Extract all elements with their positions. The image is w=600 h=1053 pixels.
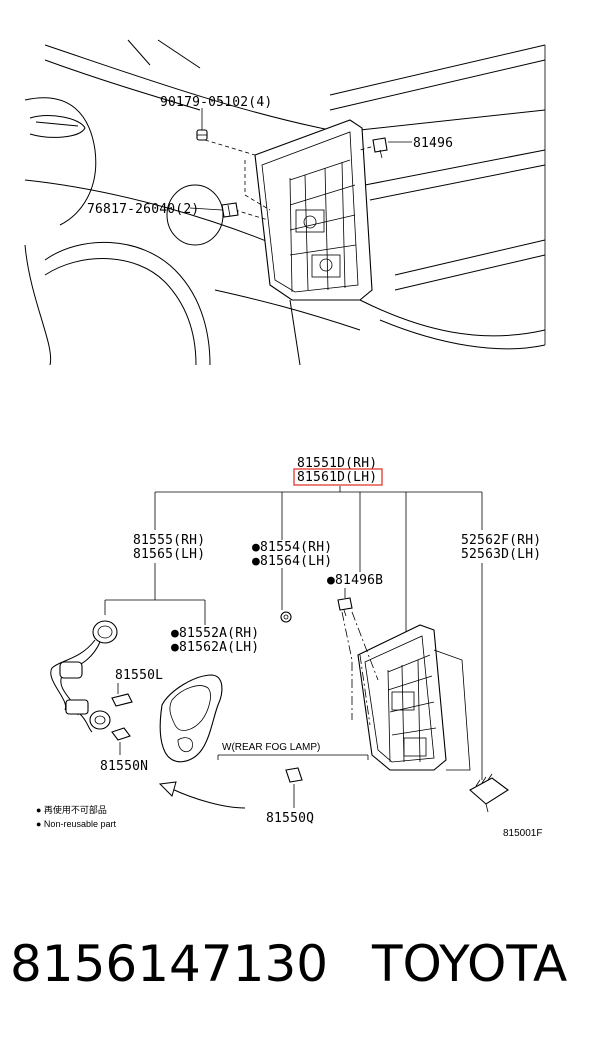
screw-icon <box>221 202 239 218</box>
callout-81564-lh: ●81564(LH) <box>252 554 332 569</box>
callout-81565-lh: 81565(LH) <box>133 547 205 562</box>
part-number: 8156147130 <box>10 935 329 993</box>
callout-52563d-lh: 52563D(LH) <box>461 547 541 562</box>
callout-81562a-lh: ●81562A(LH) <box>171 640 259 655</box>
nut-icon <box>196 129 208 141</box>
callout-90179: 90179-05102(4) <box>160 95 272 110</box>
callout-81496b: ●81496B <box>327 573 383 588</box>
bulb-n-icon <box>111 727 131 741</box>
gasket-ring-icon <box>280 611 292 623</box>
assembly-line <box>341 611 353 720</box>
vehicle-rear-view <box>24 39 546 366</box>
arrow-icon <box>169 787 246 809</box>
legend-jp: ● 再使用不可部品 <box>36 804 107 815</box>
callout-81554-rh: ●81554(RH) <box>252 540 332 555</box>
clip-icon <box>372 137 388 159</box>
socket-harness-icon <box>50 620 118 733</box>
callout-81561d-lh: 81561D(LH) <box>297 470 377 485</box>
callout-81496: 81496 <box>413 136 453 151</box>
callout-tree <box>104 486 483 780</box>
callout-81550q: 81550Q <box>266 811 314 826</box>
parts-diagram: 90179-05102(4) 81496 76817-26040(2) 8155… <box>24 39 546 839</box>
callout-81552a-rh: ●81552A(RH) <box>171 626 259 641</box>
bulb-l-icon <box>111 693 133 707</box>
arrow-head-icon <box>158 781 177 797</box>
figure-code: 815001F <box>503 828 542 839</box>
assembly-line <box>359 654 371 726</box>
fog-lamp-bracket <box>217 754 369 760</box>
footer: 8156147130 TOYOTA <box>0 935 600 1015</box>
combination-lamp-icon <box>357 624 471 771</box>
brand-name: TOYOTA <box>372 935 568 993</box>
callout-81551d-rh: 81551D(RH) <box>297 456 377 471</box>
assembly-line <box>351 611 379 681</box>
clip-b-icon <box>337 597 353 617</box>
callout-81550n: 81550N <box>100 759 148 774</box>
bulb-q-icon <box>285 767 303 783</box>
fog-lamp-label: W(REAR FOG LAMP) <box>222 742 320 753</box>
callout-81555-rh: 81555(RH) <box>133 533 205 548</box>
gasket-pad-icon <box>159 674 223 763</box>
legend-en: ● Non-reusable part <box>36 819 116 829</box>
callout-52562f-rh: 52562F(RH) <box>461 533 541 548</box>
connector-icon <box>469 773 509 813</box>
callout-76817: 76817-26040(2) <box>87 202 199 217</box>
callout-81550l: 81550L <box>115 668 163 683</box>
highlight-box <box>293 468 383 486</box>
